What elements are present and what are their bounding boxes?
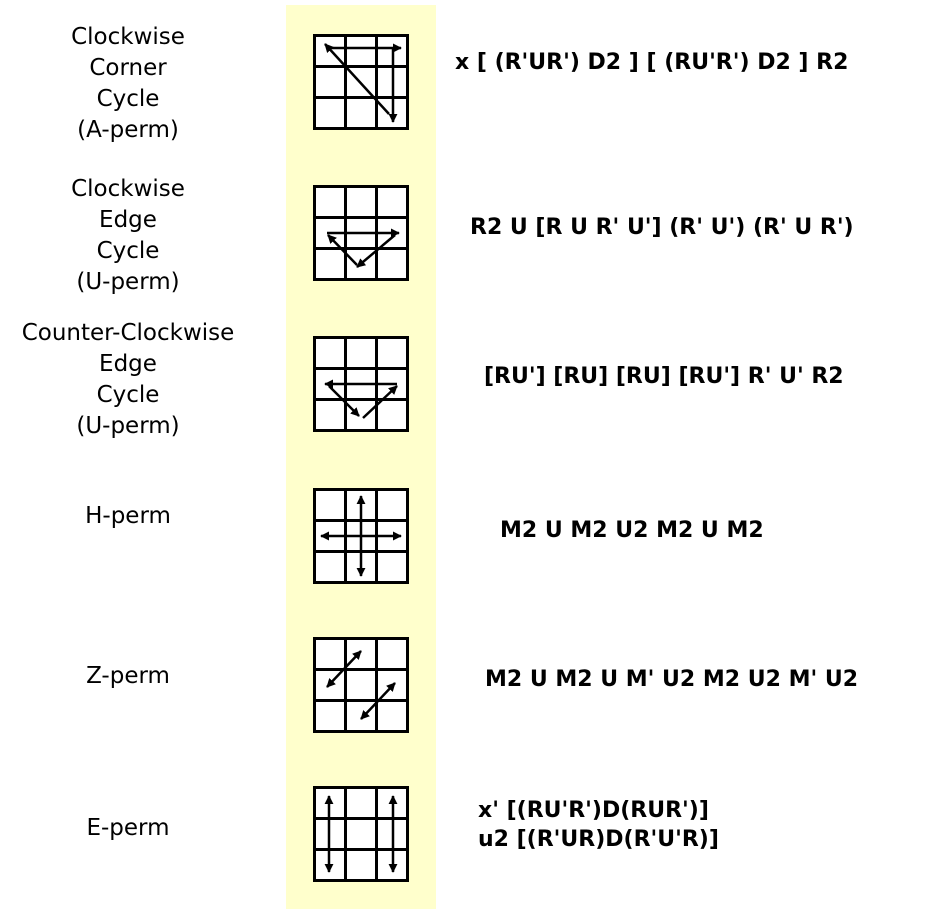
algorithm-text: R2 U [R U R' U'] (R' U') (R' U R') (470, 215, 854, 240)
algorithm-text: M2 U M2 U2 M2 U M2 (500, 518, 764, 543)
swap-arrow (360, 682, 396, 720)
algorithm-line: x' [(RU'R')D(RUR')] (478, 798, 709, 823)
name-line: H-perm (85, 502, 171, 529)
cycle-arrow (356, 234, 396, 268)
name-line: Z-perm (86, 662, 170, 689)
swap-arrow (326, 650, 362, 688)
name-line: E-perm (86, 814, 170, 841)
algorithm-text: M2 U M2 U M' U2 M2 U2 M' U2 (485, 667, 858, 692)
clockwise-u-perm-grid-diagram (313, 185, 409, 281)
cycle-arrow (362, 385, 398, 419)
diagram-column-background (286, 5, 436, 909)
algorithm-line: [RU'] [RU] [RU] [RU'] R' U' R2 (484, 364, 844, 389)
permutation-name: Counter-Clockwise Edge Cycle (U-perm) (0, 318, 256, 442)
algorithm-line: R2 U [R U R' U'] (R' U') (R' U R') (470, 215, 854, 240)
algorithm-text: x [ (R'UR') D2 ] [ (RU'R') D2 ] R2 (455, 50, 848, 75)
name-line: (A-perm) (77, 117, 179, 143)
permutation-name: Z-perm (0, 658, 256, 694)
permutation-name: Clockwise Corner Cycle (A-perm) (0, 22, 256, 146)
algorithm-line: x [ (R'UR') D2 ] [ (RU'R') D2 ] R2 (455, 50, 849, 75)
algorithm-line: u2 [(R'UR)D(R'U'R)] (478, 827, 719, 852)
cycle-arrow (327, 234, 358, 266)
name-line: Cycle (96, 382, 160, 408)
algorithm-line: M2 U M2 U M' U2 M2 U2 M' U2 (485, 667, 859, 692)
name-line: (U-perm) (76, 269, 180, 295)
name-line: Counter-Clockwise (21, 320, 235, 346)
name-line: Edge (99, 351, 157, 377)
algorithm-line: M2 U M2 U2 M2 U M2 (500, 518, 764, 543)
name-line: Edge (99, 207, 157, 233)
algorithm-text: x' [(RU'R')D(RUR')] u2 [(R'UR)D(R'U'R)] (478, 796, 719, 854)
a-perm-grid-diagram (313, 34, 409, 130)
algorithm-text: [RU'] [RU] [RU] [RU'] R' U' R2 (484, 364, 844, 389)
e-perm-grid-diagram (313, 786, 409, 882)
z-perm-grid-diagram (313, 637, 409, 733)
name-line: Cycle (96, 238, 160, 264)
permutation-name: E-perm (0, 810, 256, 846)
counter-clockwise-u-perm-grid-diagram (313, 336, 409, 432)
permutation-name: H-perm (0, 498, 256, 534)
name-line: (U-perm) (76, 413, 180, 439)
h-perm-grid-diagram (313, 488, 409, 584)
name-line: Clockwise (71, 176, 185, 202)
cycle-arrow (324, 43, 390, 115)
name-line: Clockwise (71, 24, 185, 50)
name-line: Cycle (96, 86, 160, 112)
permutation-name: Clockwise Edge Cycle (U-perm) (0, 174, 256, 298)
cycle-arrow (328, 385, 360, 417)
name-line: Corner (89, 55, 167, 81)
